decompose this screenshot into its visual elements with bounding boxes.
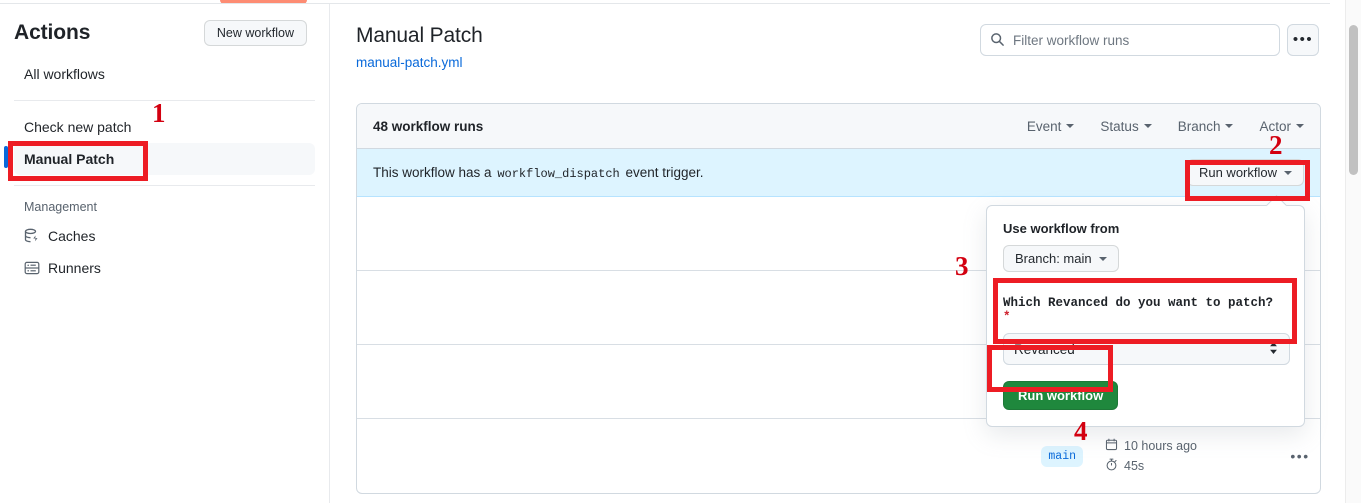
branch-select-label: Branch: main: [1015, 251, 1092, 266]
run-workflow-submit-button[interactable]: Run workflow: [1003, 381, 1119, 410]
top-divider: [0, 3, 1345, 4]
table-row[interactable]: main 10 hours ago: [357, 419, 1320, 493]
page-scrollbar[interactable]: [1345, 0, 1361, 503]
header-text-block: Manual Patch manual-patch.yml: [356, 22, 980, 70]
search-input[interactable]: [1013, 25, 1279, 55]
new-workflow-button[interactable]: New workflow: [203, 20, 307, 46]
dispatch-message: This workflow has a workflow_dispatch ev…: [373, 165, 704, 181]
run-workflow-button-label: Run workflow: [1198, 165, 1277, 180]
row-kebab-icon[interactable]: •••: [1290, 448, 1310, 464]
more-options-button[interactable]: •••: [1287, 24, 1319, 56]
active-tab-indicator: [220, 0, 307, 4]
sidebar-item-label: All workflows: [24, 66, 105, 82]
filter-label: Status: [1100, 118, 1139, 134]
dispatch-text-before: This workflow has a: [373, 164, 492, 180]
required-asterisk: *: [1003, 310, 1011, 324]
chevron-down-icon: [1225, 124, 1234, 128]
sidebar-group-management: Management: [24, 200, 97, 214]
branch-select-button[interactable]: Branch: main: [1003, 245, 1119, 272]
page-title: Manual Patch: [356, 24, 483, 47]
filter-label: Branch: [1177, 118, 1221, 134]
search-icon: [990, 32, 1005, 50]
run-workflow-dropdown-button[interactable]: Run workflow: [1186, 159, 1304, 186]
page-gutter: [1330, 0, 1345, 503]
sidebar-list: All workflows: [0, 58, 329, 90]
sidebar-item-check-new-patch[interactable]: Check new patch: [14, 111, 315, 143]
runs-filter-group: Event Status Branch Actor: [1027, 119, 1304, 134]
use-workflow-from-label: Use workflow from: [1003, 221, 1120, 236]
chevron-down-icon: [1066, 124, 1075, 128]
duration-text: 45s: [1124, 459, 1145, 473]
filter-label: Event: [1026, 118, 1062, 134]
up-down-arrows-icon: [1268, 340, 1279, 356]
filter-workflow-runs-box[interactable]: [980, 24, 1280, 56]
kebab-icon: •••: [1292, 31, 1314, 48]
workflow-input-label: Which Revanced do you want to patch? *: [1003, 296, 1288, 324]
chevron-down-icon: [1296, 124, 1304, 128]
stopwatch-icon: [1105, 458, 1118, 474]
filter-event-dropdown[interactable]: Event: [1027, 119, 1075, 134]
cache-icon: [24, 228, 40, 244]
sidebar-divider-1: [14, 100, 315, 101]
runs-table-header: 48 workflow runs Event Status Branch: [357, 104, 1320, 149]
sidebar-item-all-workflows[interactable]: All workflows: [14, 58, 315, 90]
server-icon: [24, 260, 40, 276]
branch-badge[interactable]: main: [1041, 445, 1083, 467]
sidebar-management-list: Caches Runners: [0, 220, 329, 284]
sidebar-workflows-list: Check new patch Manual Patch: [0, 111, 329, 175]
sidebar-item-label: Check new patch: [24, 119, 132, 135]
dispatch-event-code: workflow_dispatch: [497, 166, 620, 181]
run-date: 10 hours ago: [1105, 438, 1280, 454]
sidebar-item-label: Caches: [48, 228, 96, 244]
workflow-dispatch-banner: This workflow has a workflow_dispatch ev…: [357, 149, 1320, 197]
chevron-down-icon: [1098, 256, 1107, 261]
run-duration: 45s: [1105, 458, 1280, 474]
filter-branch-dropdown[interactable]: Branch: [1178, 119, 1234, 134]
revanced-select[interactable]: Revanced: [1003, 333, 1290, 365]
sidebar-divider-2: [14, 185, 315, 186]
question-text: Which Revanced do you want to patch?: [1003, 296, 1274, 310]
sidebar-item-manual-patch[interactable]: Manual Patch: [4, 143, 315, 175]
sidebar-item-label: Manual Patch: [24, 151, 115, 167]
sidebar: Actions New workflow All workflows Check…: [0, 4, 330, 503]
workflow-input-section: Which Revanced do you want to patch? * R…: [987, 286, 1304, 369]
main-header: Manual Patch manual-patch.yml •••: [331, 4, 1345, 70]
sidebar-item-runners[interactable]: Runners: [14, 252, 315, 284]
row-meta: 10 hours ago 45s: [1095, 438, 1280, 474]
use-workflow-from-section: Use workflow from Branch: main: [987, 206, 1304, 286]
sidebar-item-caches[interactable]: Caches: [14, 220, 315, 252]
header-actions: •••: [980, 22, 1319, 56]
filter-actor-dropdown[interactable]: Actor: [1259, 119, 1304, 134]
scrollbar-thumb[interactable]: [1349, 25, 1358, 175]
calendar-icon: [1105, 438, 1118, 454]
run-workflow-panel: Use workflow from Branch: main Which Rev…: [986, 205, 1305, 427]
sidebar-item-label: Runners: [48, 260, 101, 276]
run-count-label: 48 workflow runs: [373, 118, 484, 134]
filter-status-dropdown[interactable]: Status: [1100, 118, 1152, 134]
date-text: 10 hours ago: [1124, 439, 1197, 453]
chevron-down-icon: [1284, 170, 1292, 175]
sidebar-title: Actions: [14, 21, 91, 44]
run-workflow-submit-section: Run workflow: [987, 369, 1304, 426]
dispatch-text-after: event trigger.: [625, 164, 704, 180]
chevron-down-icon: [1143, 124, 1152, 128]
sidebar-header: Actions New workflow: [0, 4, 329, 58]
workflow-file-link[interactable]: manual-patch.yml: [356, 55, 463, 70]
filter-label: Actor: [1259, 118, 1291, 134]
revanced-select-value: Revanced: [1014, 341, 1075, 357]
